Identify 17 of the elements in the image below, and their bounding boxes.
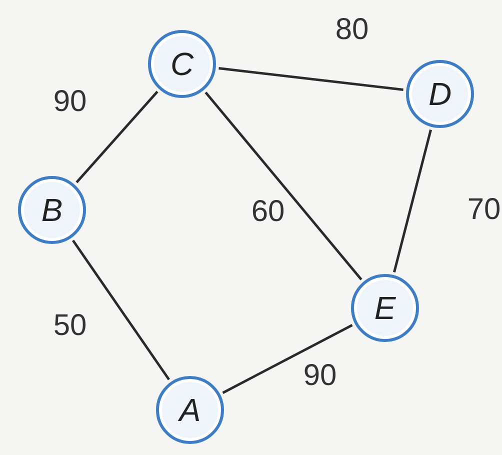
node-label: C [170,48,194,80]
edge-label: 70 [467,195,501,225]
node-label: D [428,78,452,110]
edge-label: 80 [335,15,369,45]
edge-label: 60 [251,197,285,227]
connector-line [76,90,158,184]
connector-line [218,67,404,91]
node-label: A [179,394,201,426]
edge-label: 90 [303,361,337,391]
edge-label: 50 [53,311,87,341]
node-label: B [41,194,63,226]
connector-line [204,92,362,280]
connector-line [72,240,170,380]
edge-label: 90 [53,87,87,117]
connector-line [222,324,353,394]
node-label: E [374,292,396,324]
connector-line [393,130,432,272]
